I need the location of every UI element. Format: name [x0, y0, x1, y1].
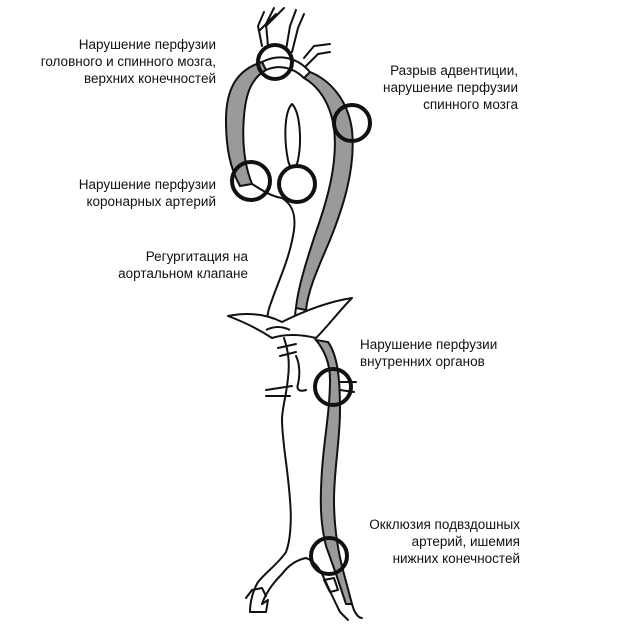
label-iliac: Окклюзия подвздошных артерий, ишемия ниж… [340, 516, 520, 567]
aortic-arch-outer [261, 56, 311, 73]
left-subclavian-branch [303, 43, 331, 67]
diaphragm [227, 297, 353, 339]
brachiocephalic-branch [257, 7, 285, 47]
marker-visceral [313, 367, 353, 407]
label-line: нижних конечностей [392, 551, 520, 566]
descending-inner-wall [266, 197, 296, 325]
celiac-branch [277, 343, 297, 357]
label-line: Нарушение перфузии [360, 337, 498, 352]
label-coronary: Нарушение перфузии коронарных артерий [40, 176, 216, 210]
marker-coronary-left [230, 160, 272, 202]
label-head-spine-limbs: Нарушение перфузии головного и спинного … [20, 36, 216, 87]
label-line: коронарных артерий [86, 194, 216, 209]
right-renal-branch [339, 381, 357, 393]
label-visceral: Нарушение перфузии внутренних органов [360, 336, 530, 370]
label-line: артерий, ишемия [411, 534, 520, 549]
false-lumen-ascending [224, 60, 268, 188]
label-line: спинного мозга [423, 97, 518, 112]
label-line: Регургитация на [145, 249, 248, 264]
marker-iliac [309, 536, 349, 576]
abdominal-aorta-left-wall [249, 337, 292, 613]
marker-adventitia [332, 103, 372, 143]
label-line: головного и спинного мозга, [40, 54, 216, 69]
label-line: Окклюзия подвздошных [369, 517, 520, 532]
right-iliac-artery [351, 603, 363, 619]
left-renal-branch [265, 385, 293, 397]
label-adventitia-rupture: Разрыв адвентиции, нарушение перфузии сп… [360, 62, 518, 113]
left-carotid-branch [285, 9, 305, 53]
aortic-arch-inner [265, 66, 305, 79]
label-line: Нарушение перфузии [78, 37, 216, 52]
label-line: верхних конечностей [83, 71, 216, 86]
label-line: внутренних органов [360, 354, 485, 369]
marker-arch-branches [256, 43, 294, 81]
arch-inner-loop [284, 103, 301, 169]
marker-coronary-right [277, 164, 317, 204]
label-line: Нарушение перфузии [78, 177, 216, 192]
label-line: аортальном клапане [118, 266, 248, 281]
label-line: нарушение перфузии [383, 80, 518, 95]
label-aortic-valve: Регургитация на аортальном клапане [80, 248, 248, 282]
left-iliac-artery [249, 599, 269, 613]
label-line: Разрыв адвентиции, [390, 63, 518, 78]
